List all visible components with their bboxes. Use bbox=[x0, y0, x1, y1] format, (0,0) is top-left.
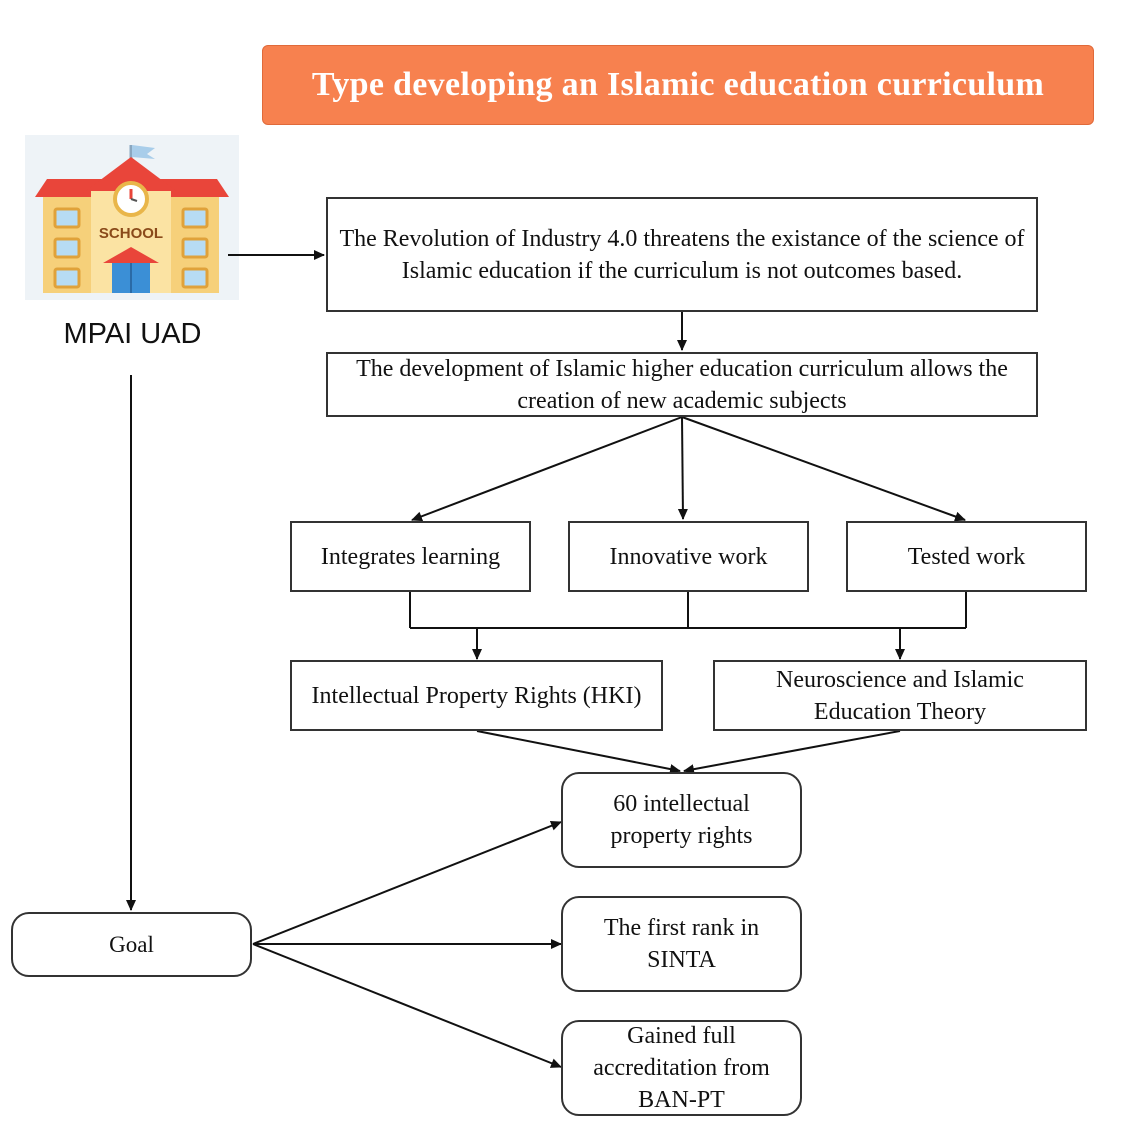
tested-text: Tested work bbox=[907, 543, 1026, 570]
arrow-goal-to-banpt bbox=[252, 943, 562, 1068]
school-building-icon: SCHOOL bbox=[35, 145, 229, 293]
sinta-box: The first rank in SINTA bbox=[561, 896, 802, 992]
school-illustration: SCHOOL bbox=[25, 135, 239, 300]
arrow-development-to-tested bbox=[681, 416, 966, 522]
threat-box: The Revolution of Industry 4.0 threatens… bbox=[326, 197, 1038, 312]
banpt-box: Gained full accreditation from BAN-PT bbox=[561, 1020, 802, 1116]
school-sign-text: SCHOOL bbox=[99, 225, 163, 242]
threat-text: The Revolution of Industry 4.0 threatens… bbox=[339, 225, 1025, 284]
arrow-neuro-to-ipr bbox=[683, 730, 901, 775]
development-text: The development of Islamic higher educat… bbox=[356, 355, 1008, 414]
neuro-box: Neuroscience and Islamic Education Theor… bbox=[713, 660, 1087, 731]
innovative-text: Innovative work bbox=[609, 543, 768, 570]
goal-box: Goal bbox=[11, 912, 252, 977]
arrow-development-to-innovative bbox=[677, 416, 688, 520]
school-label: MPAI UAD bbox=[63, 318, 202, 350]
integrates-box: Integrates learning bbox=[290, 521, 531, 592]
innovative-box: Innovative work bbox=[568, 521, 809, 592]
diagram-title: Type developing an Islamic education cur… bbox=[311, 66, 1045, 103]
ipr-text: 60 intellectual property rights bbox=[610, 791, 753, 849]
integrates-text: Integrates learning bbox=[320, 543, 501, 570]
title-banner: Type developing an Islamic education cur… bbox=[262, 45, 1094, 125]
ipr-box: 60 intellectual property rights bbox=[561, 772, 802, 868]
tested-box: Tested work bbox=[846, 521, 1087, 592]
arrow-development-to-integrates bbox=[411, 416, 683, 522]
neuro-text: Neuroscience and Islamic Education Theor… bbox=[776, 666, 1024, 725]
goal-text: Goal bbox=[109, 931, 154, 957]
development-box: The development of Islamic higher educat… bbox=[326, 352, 1038, 417]
sinta-text: The first rank in SINTA bbox=[603, 915, 760, 973]
hki-box: Intellectual Property Rights (HKI) bbox=[290, 660, 663, 731]
hki-text: Intellectual Property Rights (HKI) bbox=[311, 682, 642, 709]
arrow-hki-to-ipr bbox=[476, 730, 681, 774]
arrow-goal-to-ipr bbox=[252, 821, 562, 945]
banpt-text: Gained full accreditation from BAN-PT bbox=[593, 1023, 770, 1113]
